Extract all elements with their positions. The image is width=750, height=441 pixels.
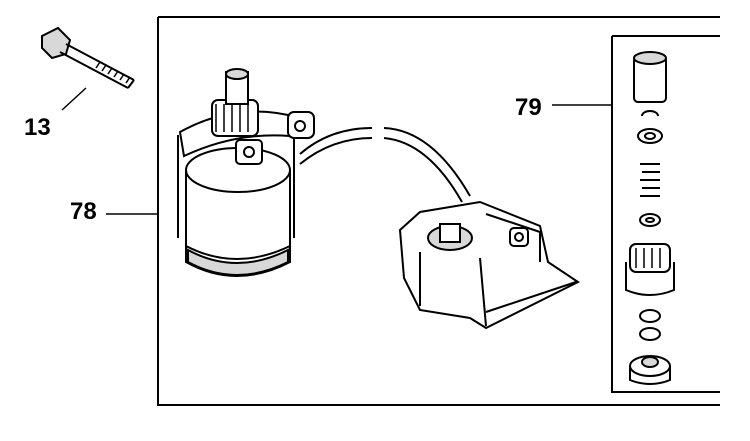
callout-79: 79 <box>515 94 542 121</box>
drive-kit-part <box>625 51 675 385</box>
kit-frame <box>611 35 720 393</box>
starter-motor-part <box>177 68 471 277</box>
callout-13: 13 <box>24 114 51 141</box>
drive-housing-part <box>398 200 580 330</box>
bolt-part <box>41 26 135 89</box>
leader-13 <box>61 87 87 111</box>
callout-78: 78 <box>70 198 97 225</box>
main-frame <box>157 16 720 406</box>
